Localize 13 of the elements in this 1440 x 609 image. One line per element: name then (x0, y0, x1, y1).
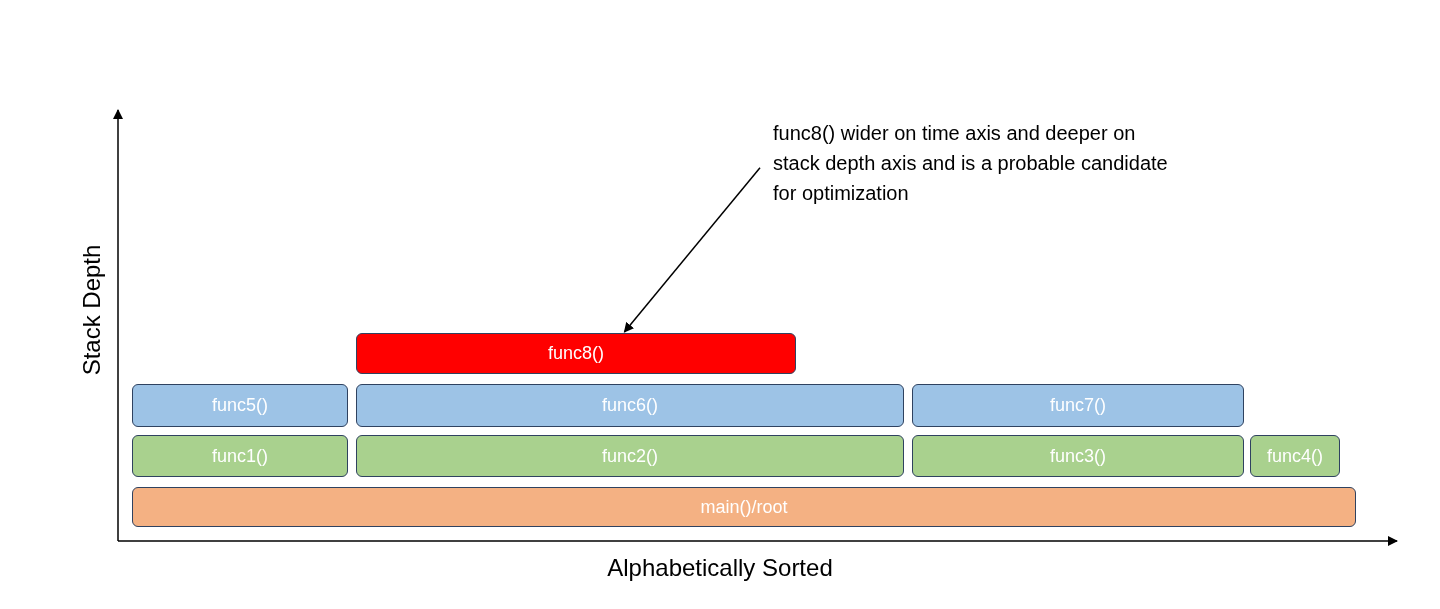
leader-arrow (623, 166, 761, 333)
function-frame-bar: func1() (132, 435, 348, 477)
function-frame-bar: func6() (356, 384, 904, 427)
function-frame-bar: func8() (356, 333, 796, 374)
annotation-text: func8() wider on time axis and deeper on stack depth axis and is a probable candidate for optimization (773, 118, 1168, 210)
function-frame-bar: func3() (912, 435, 1244, 477)
axis-title: Alphabetically Sorted (607, 554, 833, 582)
function-frame-bar: func4() (1250, 435, 1340, 477)
axis-title: Stack Depth (78, 244, 106, 376)
function-frame-bar: func7() (912, 384, 1244, 427)
function-frame-bar: func2() (356, 435, 904, 477)
root-frame-bar: main()/root (132, 487, 1356, 527)
function-frame-bar: func5() (132, 384, 348, 427)
